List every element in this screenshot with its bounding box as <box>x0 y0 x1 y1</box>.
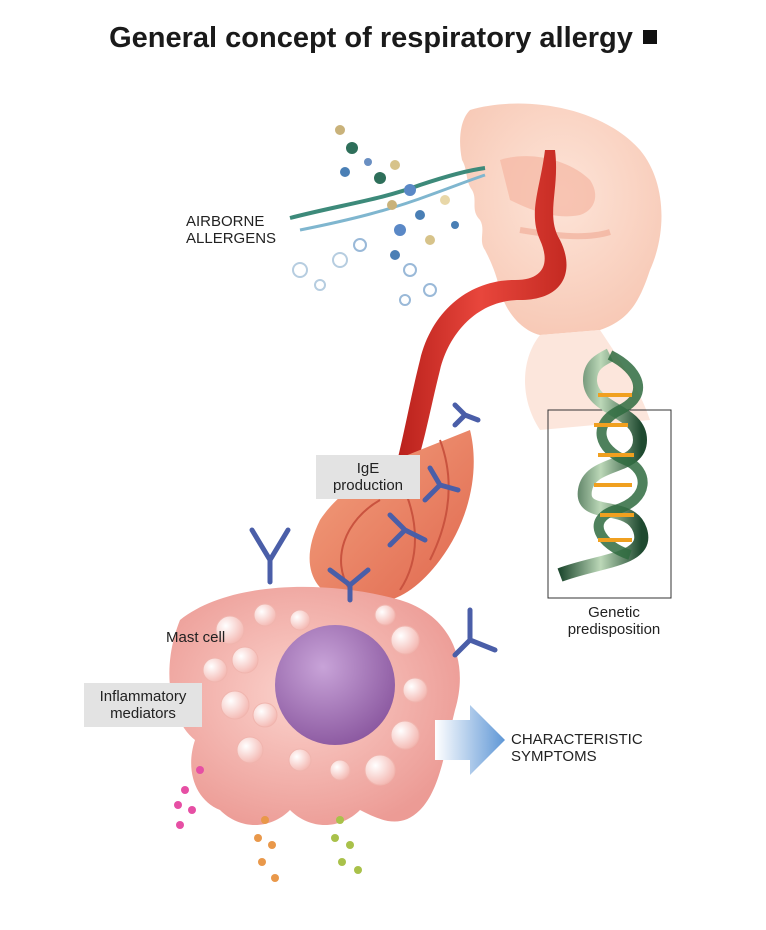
dna-helix-icon <box>547 348 672 599</box>
arrow-right-icon <box>435 705 505 775</box>
label-inflammatory-mediators: Inflammatory mediators <box>84 683 202 727</box>
title-square-icon <box>642 30 657 44</box>
allergen-particles-icon <box>289 125 486 306</box>
label-characteristic-symptoms: CHARACTERISTIC SYMPTOMS <box>511 731 643 765</box>
ige-antibody-icon <box>249 402 498 658</box>
label-ige-production: IgE production <box>316 455 420 499</box>
label-mast-cell: Mast cell <box>166 629 226 646</box>
mast-cell-icon <box>169 586 460 882</box>
label-airborne-allergens: AIRBORNE ALLERGENS <box>186 213 277 247</box>
title-text: General concept of respiratory allergy <box>109 22 633 54</box>
page-title: General concept of respiratory allergy <box>0 22 766 55</box>
label-genetic-predisposition: Genetic predisposition <box>567 604 661 638</box>
